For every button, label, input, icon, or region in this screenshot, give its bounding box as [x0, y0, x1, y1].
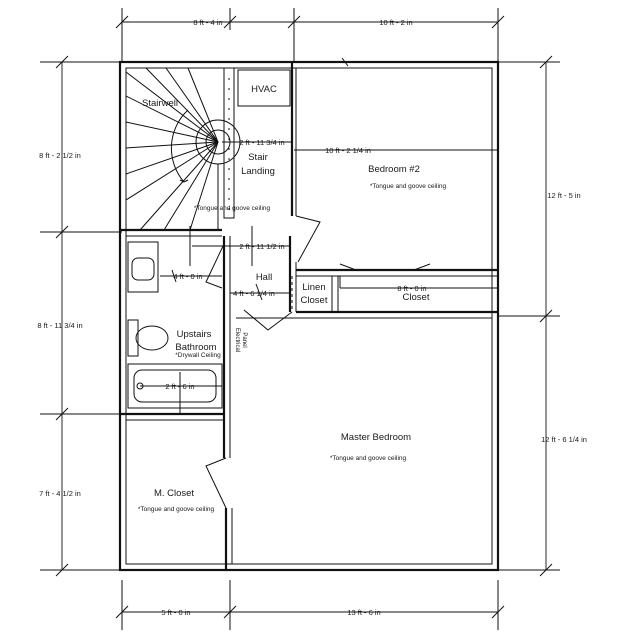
- dim-hall-width: 2 ft - 11 1/2 in: [239, 242, 284, 251]
- closet-ceiling-note: *Tongue and goove ceiling: [138, 506, 215, 513]
- stairs: [125, 67, 241, 231]
- top-dimension-lines: [115, 8, 505, 67]
- exterior-walls: [118, 60, 500, 572]
- stair-landing-label-line1: Stair: [248, 152, 268, 163]
- linen-closet-label-line2: Closet: [301, 295, 328, 306]
- sink: [127, 241, 159, 293]
- stair-ceiling-note: *Tongue and goove ceiling: [194, 205, 271, 212]
- master-ceiling-note: *Tongue and goove ceiling: [330, 455, 407, 462]
- hvac-unit: [237, 69, 291, 107]
- dim-bath-width: 4 ft - 0 in: [173, 272, 202, 281]
- stair-landing-label-line2: Landing: [241, 166, 275, 177]
- dim-top-right: 10 ft - 2 in: [379, 18, 412, 27]
- interior-walls: [120, 62, 498, 570]
- bedroom2-ceiling-note: *Tongue and goove ceiling: [370, 183, 447, 190]
- dim-right-bottom: 12 ft - 6 1/4 in: [541, 435, 587, 444]
- interior-dimension-lines: [140, 141, 498, 414]
- dim-hall-depth: 4 ft - 6 1/4 in: [233, 289, 275, 298]
- dim-bedroom2-width: 10 ft - 2 1/4 in: [325, 146, 371, 155]
- master-bedroom-label: Master Bedroom: [341, 432, 411, 443]
- bathroom-label-line1: Upstairs: [177, 329, 212, 340]
- bath-ceiling-note: *Drywall Ceiling: [175, 352, 221, 359]
- dim-left-bottom: 7 ft - 4 1/2 in: [39, 489, 81, 498]
- doors: [205, 215, 341, 509]
- bedroom2-label: Bedroom #2: [368, 164, 420, 175]
- electrical-panel-label-line2: Panel: [241, 332, 247, 347]
- electrical-panel-label-line1: Electrical: [234, 328, 240, 352]
- dim-bottom-left: 5 ft - 0 in: [161, 608, 190, 617]
- dim-closet-width: 8 ft - 0 in: [397, 284, 426, 293]
- dim-landing-width: 2 ft - 11 3/4 in: [239, 138, 284, 147]
- linen-closet-label-line1: Linen: [302, 282, 325, 293]
- bottom-dimension-lines: [115, 580, 505, 630]
- hvac-label: HVAC: [251, 84, 277, 95]
- right-dimension-lines: [498, 55, 560, 577]
- bathroom-label-line2: Bathroom: [175, 342, 216, 353]
- dim-left-middle: 8 ft - 11 3/4 in: [37, 321, 82, 330]
- left-dimension-lines: [40, 55, 122, 577]
- dim-tub-width: 2 ft - 6 in: [165, 382, 194, 391]
- dim-left-top: 8 ft - 2 1/2 in: [39, 151, 81, 160]
- hall-label: Hall: [256, 272, 272, 283]
- dim-right-top: 12 ft - 5 in: [547, 191, 580, 200]
- closet-label: Closet: [403, 292, 430, 303]
- stairwell-label: Stairwell: [142, 98, 178, 109]
- dim-bottom-right: 13 ft - 6 in: [347, 608, 380, 617]
- master-closet-label: M. Closet: [154, 488, 194, 499]
- toilet: [127, 319, 139, 357]
- dim-top-left: 8 ft - 4 in: [193, 18, 222, 27]
